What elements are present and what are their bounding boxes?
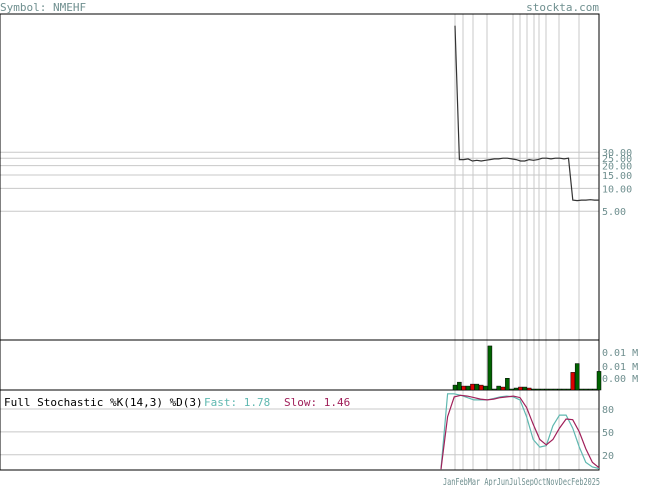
stochastic-axis: 80 50 20 <box>602 405 614 462</box>
price-tick-label-1: 25.00 <box>602 154 632 165</box>
volume-bar-11 <box>500 386 506 391</box>
volume-bar-15 <box>518 386 523 391</box>
stochastic-series <box>440 393 600 470</box>
volume-bar-22 <box>548 388 554 391</box>
price-panel-frame <box>0 13 600 341</box>
slow-value-label: Slow: 1.46 <box>284 396 350 409</box>
volume-bar-9 <box>492 388 497 391</box>
fast-value-label: Fast: 1.78 <box>204 396 270 409</box>
volume-bar-3 <box>465 385 471 391</box>
volume-tick-label-2: 0.00 M <box>602 374 638 385</box>
volume-bar-32 <box>592 388 597 391</box>
price-tick-label-2: 20.00 <box>602 162 632 173</box>
volume-bar-1 <box>457 381 462 391</box>
stoch-tick-label-0: 80 <box>602 405 614 416</box>
volume-bar-31 <box>588 388 593 391</box>
volume-axis: 0.01 M0.01 M0.00 M <box>602 348 638 385</box>
volume-bar-24 <box>557 388 562 391</box>
stoch-line-slow <box>440 394 600 470</box>
volume-bar-0 <box>452 384 458 391</box>
price-tick-label-0: 30.00 <box>602 148 632 159</box>
volume-tick-label-0: 0.01 M <box>602 348 638 359</box>
volume-bar-26 <box>566 388 571 391</box>
volume-bar-13 <box>509 388 514 391</box>
volume-bar-25 <box>561 388 567 391</box>
volume-bar-12 <box>505 378 510 391</box>
volume-bar-28 <box>574 363 580 391</box>
volume-bar-10 <box>496 385 501 391</box>
price-tick-label-3: 15.00 <box>602 171 632 182</box>
x-axis-labels: JanFebMar AprJunJulSepOctNovDecFeb2025 <box>443 477 600 486</box>
volume-bar-14 <box>513 387 519 391</box>
volume-bar-16 <box>522 386 528 391</box>
site-brand[interactable]: stockta.com <box>526 1 599 14</box>
stochastic-panel-frame <box>0 389 600 471</box>
volume-bar-19 <box>535 388 541 391</box>
stoch-tick-label-2: 20 <box>602 451 614 462</box>
volume-bar-8 <box>487 345 493 391</box>
volume-bar-23 <box>553 388 558 391</box>
price-tick-label-5: 5.00 <box>602 207 626 218</box>
volume-bar-7 <box>483 385 488 391</box>
volume-bar-27 <box>570 372 576 391</box>
volume-bar-17 <box>526 387 532 391</box>
volume-bar-2 <box>461 385 466 391</box>
volume-bar-33 <box>596 371 602 391</box>
volume-bar-20 <box>540 388 545 391</box>
price-line <box>454 25 599 202</box>
stoch-line-fast <box>440 393 600 470</box>
price-series <box>454 25 599 202</box>
volume-bar-29 <box>579 388 584 391</box>
price-tick-label-4: 10.00 <box>602 184 632 195</box>
volume-bar-21 <box>544 388 549 391</box>
volume-bar-4 <box>470 383 475 391</box>
volume-bar-6 <box>478 384 484 391</box>
volume-bar-30 <box>583 388 589 391</box>
volume-bar-5 <box>474 383 480 391</box>
symbol-label: Symbol: NMEHF <box>0 1 86 14</box>
volume-series <box>452 345 602 391</box>
stoch-tick-label-1: 50 <box>602 428 614 439</box>
volume-bar-18 <box>531 388 536 391</box>
stochastic-label: Full Stochastic %K(14,3) %D(3) <box>4 396 203 409</box>
volume-tick-label-1: 0.01 M <box>602 362 638 373</box>
